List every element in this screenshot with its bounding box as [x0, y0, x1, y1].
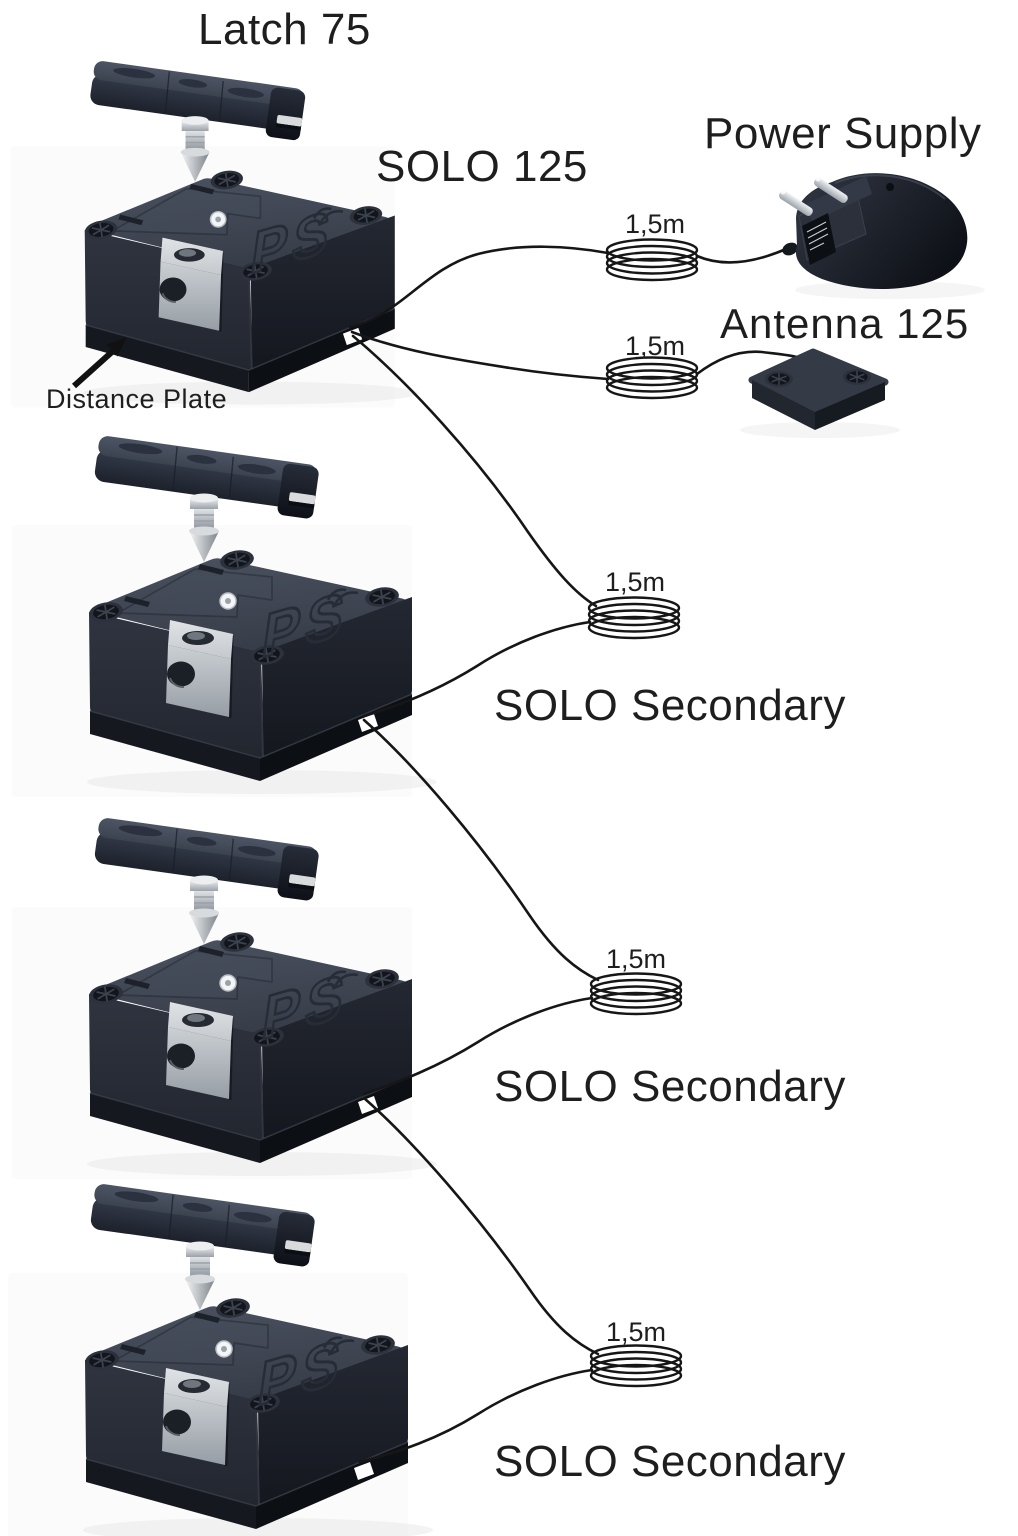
solo-secondary-1-label: SOLO Secondary: [494, 681, 846, 730]
cable-to-secondary-3: [362, 1096, 600, 1356]
cable-to-antenna: [350, 330, 610, 381]
cable-paths: [348, 245, 805, 1464]
cable-coil-to-antenna: [695, 350, 805, 376]
cable-to-secondary-2: [362, 718, 600, 982]
solo-secondary-unit-3: [8, 1183, 433, 1536]
antenna-cable-coil: [605, 356, 699, 400]
secondary-3-cable-coil: [589, 1344, 683, 1388]
power-supply-cable-coil: [605, 238, 699, 282]
solo-secondary-3-label: SOLO Secondary: [494, 1437, 846, 1486]
solo-125-label: SOLO 125: [376, 142, 588, 191]
solo-secondary-unit-2: [12, 817, 437, 1179]
cable-to-secondary-1: [351, 334, 598, 608]
power-supply-illustration: [779, 173, 985, 299]
power-supply-label: Power Supply: [704, 109, 982, 158]
cable-coil-to-secondary-1: [362, 620, 592, 718]
cable-coil-to-secondary-2: [362, 996, 594, 1096]
secondary-1-cable-length-label: 1,5m: [604, 567, 666, 597]
power-supply-cable-length-label: 1,5m: [624, 209, 686, 239]
antenna-cable-length-label: 1,5m: [624, 331, 686, 361]
antenna-illustration: [740, 348, 900, 438]
cable-coil-to-plug: [695, 247, 788, 264]
plug-pins: [779, 176, 848, 216]
solo-125-unit: [11, 60, 419, 408]
antenna-125-label: Antenna 125: [720, 300, 970, 347]
plug-sticker: [802, 213, 836, 265]
secondary-1-cable-coil: [587, 596, 681, 640]
distance-plate-label: Distance Plate: [46, 384, 228, 414]
distance-plate-arrow: [71, 337, 127, 389]
secondary-3-cable-length-label: 1,5m: [605, 1317, 667, 1347]
cable-to-power-supply: [348, 245, 610, 329]
cable-coil-to-secondary-3: [358, 1368, 594, 1464]
solo-secondary-2-label: SOLO Secondary: [494, 1062, 846, 1111]
secondary-2-cable-coil: [589, 972, 683, 1016]
latch-75-label: Latch 75: [198, 5, 371, 54]
secondary-2-cable-length-label: 1,5m: [605, 944, 667, 974]
solo-secondary-unit-1: [12, 435, 437, 797]
